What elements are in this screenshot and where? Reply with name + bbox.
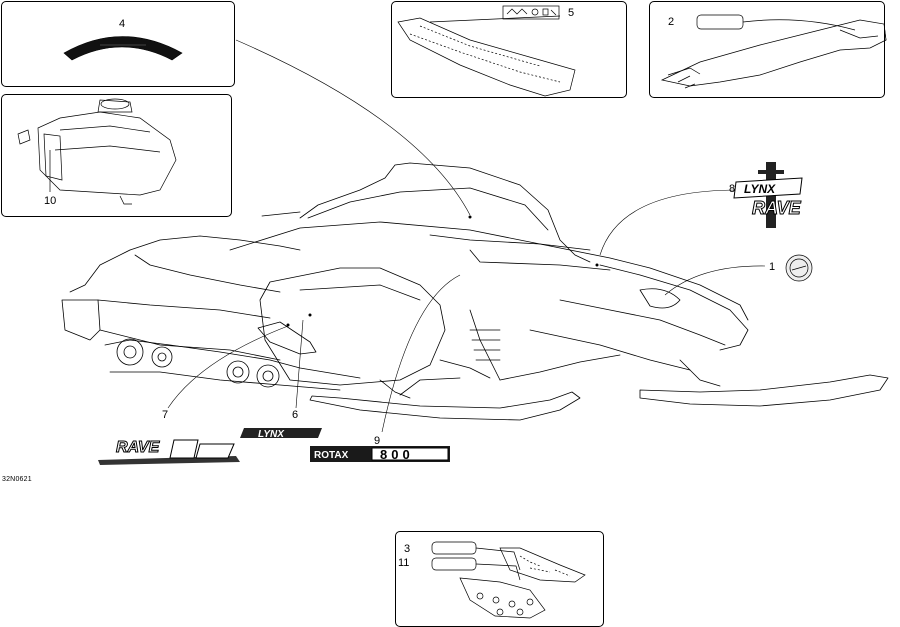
callout-9: 9 — [374, 435, 381, 447]
rave-xtc-logo: RAVE — [98, 439, 240, 465]
rotax-word: ROTAX — [314, 450, 349, 461]
inset-part-2 — [649, 1, 885, 98]
inset-part-10 — [1, 94, 232, 217]
leader-line-4 — [235, 39, 471, 216]
callout-6: 6 — [292, 409, 299, 421]
inset-part-5 — [391, 1, 627, 98]
lynx-small-logo: LYNX — [240, 428, 322, 440]
leader-line-8 — [599, 189, 739, 256]
callout-4: 4 — [119, 18, 126, 30]
callout-11: 11 — [398, 557, 410, 569]
callout-2: 2 — [668, 16, 675, 28]
lynx-rave-top-text: LYNX — [744, 182, 776, 196]
leader-line-9 — [381, 274, 461, 433]
callout-7: 7 — [162, 409, 169, 421]
callout-10: 10 — [44, 195, 57, 207]
inset-part-3-11 — [395, 531, 604, 627]
leader-line-1 — [664, 265, 766, 296]
lynx-rave-bottom-text: RAVE — [752, 198, 802, 218]
leader-line-6 — [295, 319, 304, 409]
lynx-small-text: LYNX — [258, 429, 285, 440]
callout-1: 1 — [769, 261, 776, 273]
rave-xtc-text: RAVE — [116, 439, 161, 456]
leader-line-7 — [167, 325, 289, 409]
callout-5: 5 — [568, 7, 575, 19]
lynx-rave-logo: LYNX RAVE — [733, 162, 803, 228]
inset-part-4 — [1, 1, 235, 87]
gauge-decal — [785, 254, 813, 282]
rotax-number: 800 — [380, 447, 414, 462]
callout-8: 8 — [729, 183, 736, 195]
rotax-800-logo: ROTAX 800 — [310, 446, 450, 462]
callout-3: 3 — [404, 543, 411, 555]
drawing-code: 32N0621 — [2, 476, 32, 483]
